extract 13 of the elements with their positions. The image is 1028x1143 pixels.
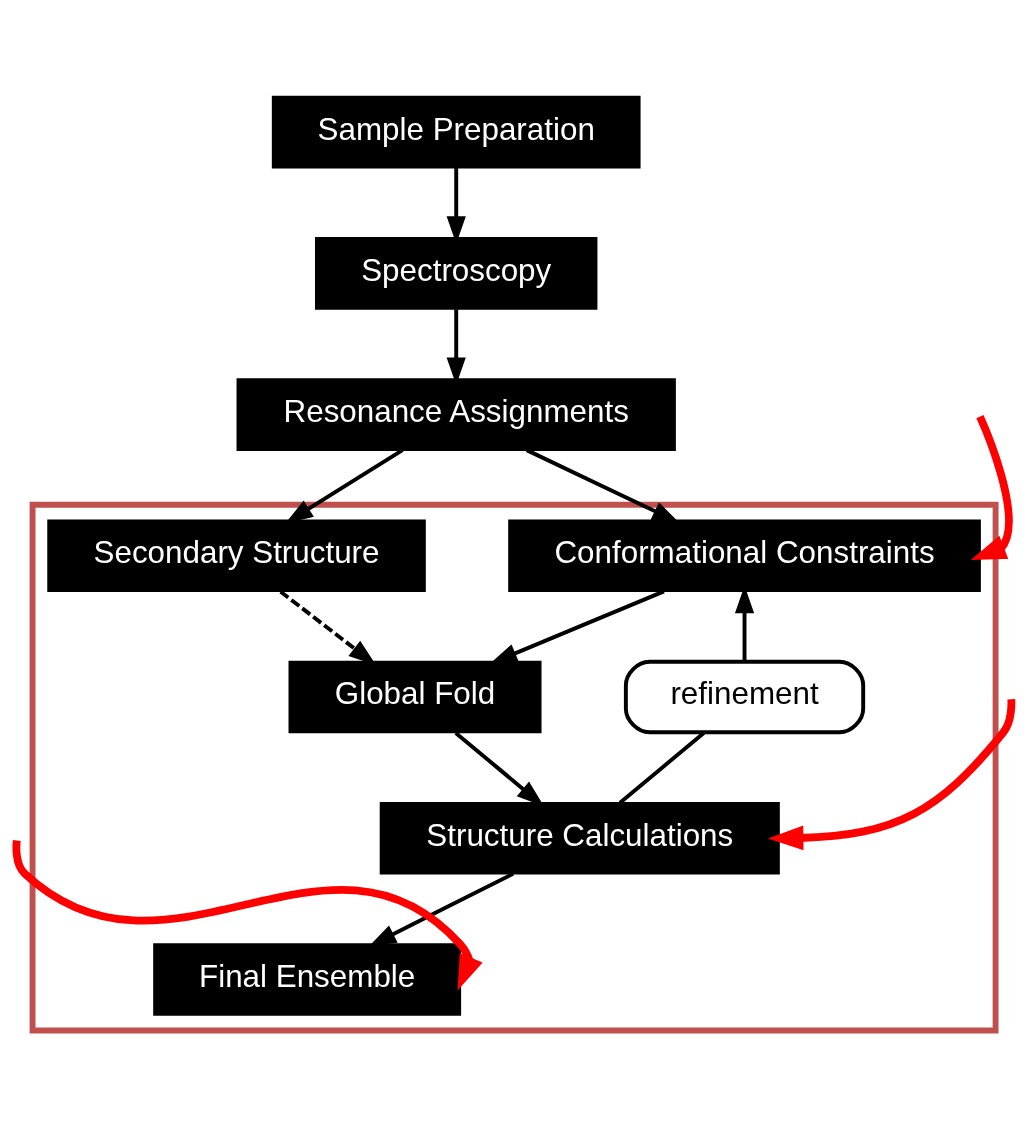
arrow	[970, 415, 1013, 561]
node-box: Global Fold	[288, 660, 542, 734]
node-box: Structure Calculations	[379, 801, 780, 875]
node-box: Secondary Structure	[47, 519, 426, 593]
node-box: Final Ensemble	[153, 943, 462, 1016]
node-box: Conformational Constraints	[508, 519, 981, 593]
arrow	[525, 448, 680, 523]
node-box: refinement	[623, 659, 866, 735]
node-box: Resonance Assignments	[236, 378, 676, 451]
connector	[618, 731, 706, 805]
arrow	[368, 872, 514, 947]
node-box: Sample Preparation	[271, 95, 641, 169]
node-box: Spectroscopy	[315, 237, 598, 310]
